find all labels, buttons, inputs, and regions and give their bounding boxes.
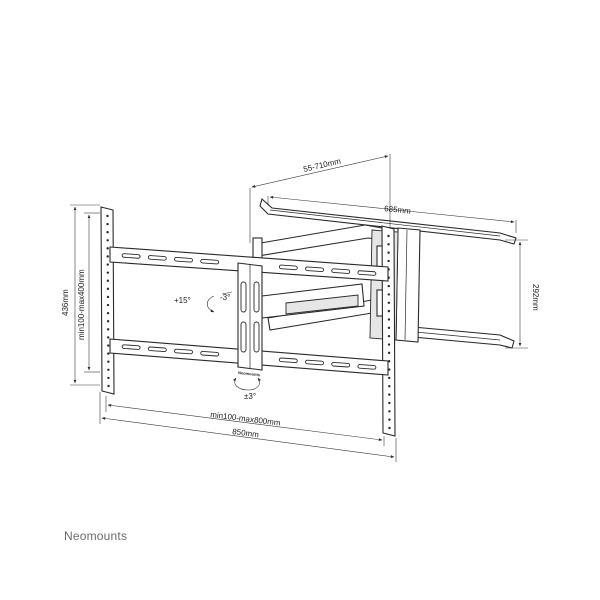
angle-tilt-down: -3° xyxy=(220,293,230,302)
mounting-hole xyxy=(387,251,390,254)
tv-bracket: Neomounts xyxy=(100,206,396,437)
mounting-hole xyxy=(387,368,391,371)
mounting-slot xyxy=(200,258,220,265)
mounting-slot xyxy=(174,256,193,263)
mounting-hole xyxy=(106,303,110,307)
mounting-hole xyxy=(387,351,391,355)
mounting-hole xyxy=(387,343,391,346)
mounting-slot xyxy=(305,266,324,273)
mounting-hole xyxy=(106,295,110,299)
mounting-hole xyxy=(106,311,110,315)
dim-vesa-width: min100-max800mm xyxy=(210,410,282,428)
mounting-hole xyxy=(387,318,391,321)
mounting-slot xyxy=(278,357,298,364)
mounting-hole xyxy=(106,247,109,250)
mounting-hole xyxy=(388,385,391,388)
mounting-hole xyxy=(388,376,391,380)
mounting-slot xyxy=(331,361,351,368)
angle-rotation: ±3° xyxy=(244,392,256,401)
mounting-hole xyxy=(106,271,110,274)
angle-tilt-up: +15° xyxy=(174,296,191,305)
mounting-hole xyxy=(387,268,390,271)
mounting-hole xyxy=(106,328,110,331)
mounting-hole xyxy=(107,360,110,363)
mounting-hole xyxy=(387,284,390,288)
mounting-slot xyxy=(147,255,167,261)
mounting-hole xyxy=(388,410,391,413)
brand-logo: Neomounts xyxy=(64,529,128,543)
dim-arm-height: 292mm xyxy=(531,284,540,311)
mounting-hole xyxy=(387,309,391,313)
mounting-slot xyxy=(174,348,193,355)
mounting-slot xyxy=(357,270,377,276)
mounting-hole xyxy=(106,222,109,226)
mounting-hole xyxy=(106,287,110,291)
mounting-slot xyxy=(357,364,377,370)
mounting-hole xyxy=(387,234,390,238)
mounting-hole xyxy=(107,368,110,372)
mounting-hole xyxy=(106,320,110,323)
mounting-hole xyxy=(387,326,391,330)
mounting-hole xyxy=(107,344,110,347)
mounting-hole xyxy=(388,426,391,430)
mounting-hole xyxy=(106,279,110,282)
mounting-hole xyxy=(106,263,109,266)
mounting-slot xyxy=(305,359,324,366)
plate-label: Neomounts xyxy=(238,370,261,377)
mounting-hole xyxy=(388,393,391,396)
mounting-hole xyxy=(106,239,109,242)
dim-arm-extension: 55-710mm xyxy=(302,157,342,174)
mounting-slot xyxy=(331,268,351,274)
mounting-hole xyxy=(387,360,391,363)
mounting-slot xyxy=(121,253,141,259)
dim-total-width: 850mm xyxy=(232,427,260,439)
mounting-hole xyxy=(107,376,110,380)
mounting-hole xyxy=(106,214,109,218)
mounting-hole xyxy=(107,384,110,388)
mounting-hole xyxy=(387,293,391,296)
mounting-hole xyxy=(388,401,391,405)
dim-total-height: 436mm xyxy=(61,289,70,316)
dim-vesa-height: min100-max400mm xyxy=(77,269,86,340)
mounting-hole xyxy=(387,334,391,338)
mounting-hole xyxy=(387,276,390,279)
mounting-hole xyxy=(107,352,110,355)
mounting-hole xyxy=(387,259,390,263)
mounting-slot xyxy=(121,344,141,350)
mounting-hole xyxy=(388,418,391,421)
mounting-slot xyxy=(200,350,220,357)
mounting-hole xyxy=(387,243,390,246)
mounting-hole xyxy=(387,301,391,304)
mounting-hole xyxy=(107,336,110,339)
mounting-hole xyxy=(106,230,109,234)
mounting-slot xyxy=(147,346,167,353)
dimension-lines xyxy=(70,154,528,462)
mounting-slot xyxy=(278,264,298,271)
mounting-hole xyxy=(106,255,109,258)
dim-arm-width: 685mm xyxy=(384,204,412,216)
